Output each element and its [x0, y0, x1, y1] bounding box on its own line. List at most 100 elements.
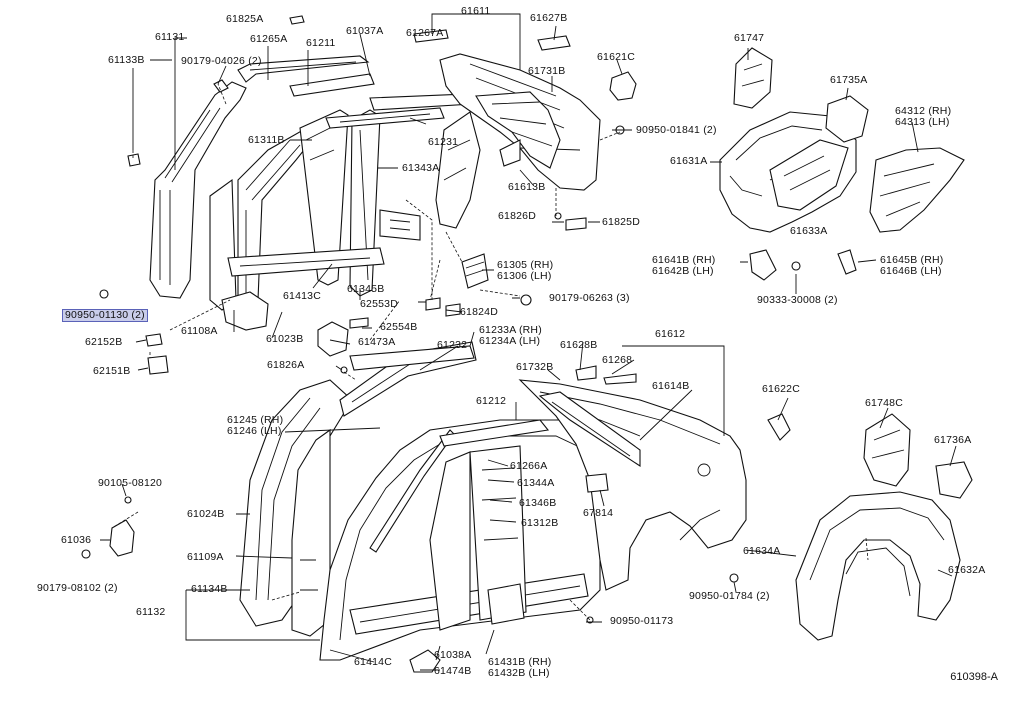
callout-text: 61825D: [602, 216, 640, 228]
callout-text: 61306 (LH): [497, 270, 552, 282]
callout-text: 61432B (LH): [488, 667, 550, 679]
callout-text: 61641B (RH): [652, 254, 716, 266]
callout-61622C: 61622C: [762, 384, 800, 395]
callout-text: 61037A: [346, 25, 384, 37]
callout-text: 90950-01784 (2): [689, 590, 770, 602]
callout-text: 61634A: [743, 545, 781, 557]
callout-61431B: 61431B (RH)61432B (LH): [488, 657, 551, 679]
callout-text: 61344A: [517, 477, 555, 489]
callout-61023B: 61023B: [266, 334, 303, 345]
callout-text: 61622C: [762, 383, 800, 395]
callout-61474B: 61474B: [434, 666, 471, 677]
callout-62554B: 62554B: [380, 322, 417, 333]
callout-text: 61732B: [516, 361, 554, 373]
callout-text: 90105-08120: [98, 477, 163, 489]
callout-text: 61134B: [191, 583, 228, 595]
callout-61633A: 61633A: [790, 226, 827, 237]
callout-61311B: 61311B: [248, 135, 285, 146]
callout-text: 61267A: [406, 27, 444, 39]
callout-90179-06263: 90179-06263 (3): [549, 293, 630, 304]
callout-61825D: 61825D: [602, 217, 640, 228]
callout-90950-01130-highlighted[interactable]: 90950-01130 (2): [62, 309, 148, 322]
callout-text: 61474B: [434, 665, 472, 677]
callout-61344A: 61344A: [517, 478, 554, 489]
callout-62151B: 62151B: [93, 366, 130, 377]
callout-61312B: 61312B: [521, 518, 558, 529]
callout-61232: 61232: [437, 340, 467, 351]
callout-61108A: 61108A: [181, 326, 218, 337]
callout-text: 90950-01130 (2): [65, 309, 145, 321]
callout-62152B: 62152B: [85, 337, 122, 348]
callout-text: 62553D: [360, 298, 398, 310]
rear-wheel-house-inner: [719, 47, 965, 281]
callout-text: 61613B: [508, 181, 546, 193]
callout-text: 61268: [602, 354, 633, 366]
callout-61735A: 61735A: [830, 75, 867, 86]
callout-text: 61233A (RH): [479, 324, 542, 336]
callout-text: 61343A: [402, 162, 440, 174]
callout-text: 61826A: [267, 359, 305, 371]
callout-62553D: 62553D: [360, 299, 398, 310]
callout-text: 61231: [428, 136, 459, 148]
callout-61265A: 61265A: [250, 34, 287, 45]
callout-text: 61473A: [358, 336, 396, 348]
callout-61826D: 61826D: [498, 211, 536, 222]
callout-61732B: 61732B: [516, 362, 553, 373]
callout-text: 61345B: [347, 283, 385, 295]
callout-text: 61346B: [519, 497, 557, 509]
front-pillar-assembly: [149, 55, 473, 331]
callout-text: 61234A (LH): [479, 335, 541, 347]
callout-61268: 61268: [602, 355, 632, 366]
callout-text: 61645B (RH): [880, 254, 944, 266]
callout-text: 61735A: [830, 74, 868, 86]
callout-61132: 61132: [136, 607, 165, 618]
callout-text: 61305 (RH): [497, 259, 554, 271]
callout-61305: 61305 (RH)61306 (LH): [497, 260, 553, 282]
callout-61109A: 61109A: [187, 552, 224, 563]
callout-text: 61211: [306, 37, 336, 49]
callout-61645B: 61645B (RH)61646B (LH): [880, 255, 943, 277]
callout-text: 61825A: [226, 13, 264, 25]
callout-text: 61131: [155, 31, 185, 43]
callout-text: 61612: [655, 328, 686, 340]
callout-text: 61414C: [354, 656, 392, 668]
callout-61245: 61245 (RH)61246 (LH): [227, 415, 283, 437]
callout-61413C: 61413C: [283, 291, 321, 302]
figure-reference-number: 610398-A: [950, 671, 998, 683]
callout-text: 61826D: [498, 210, 536, 222]
callout-text: 61212: [476, 395, 507, 407]
callout-text: 61311B: [248, 134, 285, 146]
callout-61731B: 61731B: [528, 66, 565, 77]
callout-90179-04026: 90179-04026 (2): [181, 56, 262, 67]
callout-text: 61824D: [460, 306, 498, 318]
callout-61131: 61131: [155, 32, 184, 43]
callout-text: 61621C: [597, 51, 635, 63]
callout-text: 61633A: [790, 225, 828, 237]
callout-90950-01784: 90950-01784 (2): [689, 591, 770, 602]
callout-61631A: 61631A: [670, 156, 707, 167]
roof-side-rail-panel: [127, 15, 637, 229]
callout-61612: 61612: [655, 329, 685, 340]
callout-text: 62151B: [93, 365, 131, 377]
callout-61037A: 61037A: [346, 26, 383, 37]
callout-text: 90950-01173: [610, 615, 674, 627]
callout-text: 61747: [734, 32, 765, 44]
callout-text: 61036: [61, 534, 92, 546]
quarter-panel-outer: [518, 365, 791, 624]
small-brackets-middle: [99, 212, 587, 375]
callout-61343A: 61343A: [402, 163, 439, 174]
callout-text: 61731B: [528, 65, 566, 77]
callout-text: 61133B: [108, 54, 145, 66]
callout-text: 64313 (LH): [895, 116, 950, 128]
callout-text: 61614B: [652, 380, 690, 392]
callout-text: 61628B: [560, 339, 598, 351]
callout-text: 61431B (RH): [488, 656, 552, 668]
callout-61024B: 61024B: [187, 509, 224, 520]
body-side-outer: [81, 341, 601, 673]
callout-61627B: 61627B: [530, 13, 567, 24]
callout-text: 61024B: [187, 508, 225, 520]
callout-61233A: 61233A (RH)61234A (LH): [479, 325, 542, 347]
callout-text: 62152B: [85, 336, 123, 348]
